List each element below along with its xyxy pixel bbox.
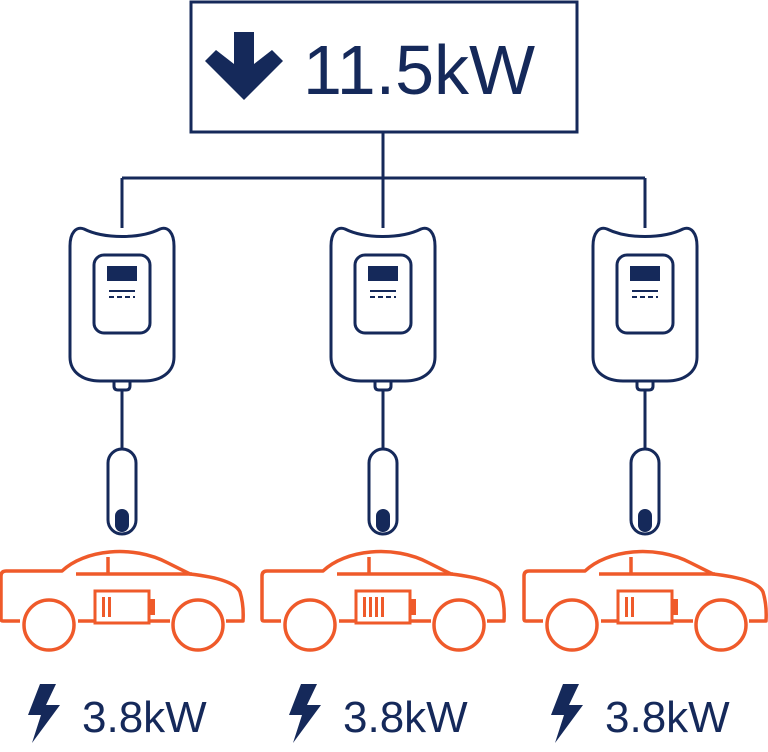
lightning-bolt-icon bbox=[28, 684, 60, 743]
charging-unit-3: 3.8kW bbox=[522, 226, 768, 743]
battery-level-bars bbox=[625, 597, 634, 617]
lightning-bolt-icon bbox=[551, 684, 583, 743]
battery-level-bar bbox=[375, 597, 378, 617]
arrow-down-icon bbox=[205, 32, 283, 100]
battery-level-bar bbox=[108, 597, 111, 617]
battery-level-bar bbox=[369, 597, 372, 617]
battery-level-bar bbox=[631, 597, 634, 617]
supply-power-value: 11.5kW bbox=[303, 31, 535, 109]
supply-box: 11.5kW bbox=[189, 0, 579, 134]
battery-level-bars bbox=[363, 597, 384, 617]
distribution-lines bbox=[120, 132, 647, 228]
charging-plug-icon bbox=[367, 447, 399, 536]
battery-level-bar bbox=[381, 597, 384, 617]
charging-plug-icon bbox=[106, 447, 138, 536]
battery-icon bbox=[354, 589, 416, 625]
wall-charger-icon bbox=[591, 226, 699, 449]
wall-charger-icon bbox=[329, 226, 437, 449]
car-icon bbox=[260, 549, 506, 652]
battery-level-bar bbox=[102, 597, 105, 617]
battery-level-bar bbox=[625, 597, 628, 617]
charger-power-value: 3.8kW bbox=[82, 693, 207, 742]
charger-power-value: 3.8kW bbox=[343, 693, 468, 742]
charging-unit-1: 3.8kW bbox=[0, 226, 245, 743]
charging-unit-2: 3.8kW bbox=[260, 226, 506, 743]
charging-plug-icon bbox=[629, 447, 661, 536]
lightning-bolt-icon bbox=[289, 684, 321, 743]
wall-charger-icon bbox=[68, 226, 176, 449]
battery-icon bbox=[93, 589, 155, 625]
battery-icon bbox=[616, 589, 678, 625]
charger-power-value: 3.8kW bbox=[605, 693, 730, 742]
battery-level-bars bbox=[102, 597, 111, 617]
battery-level-bar bbox=[363, 597, 366, 617]
